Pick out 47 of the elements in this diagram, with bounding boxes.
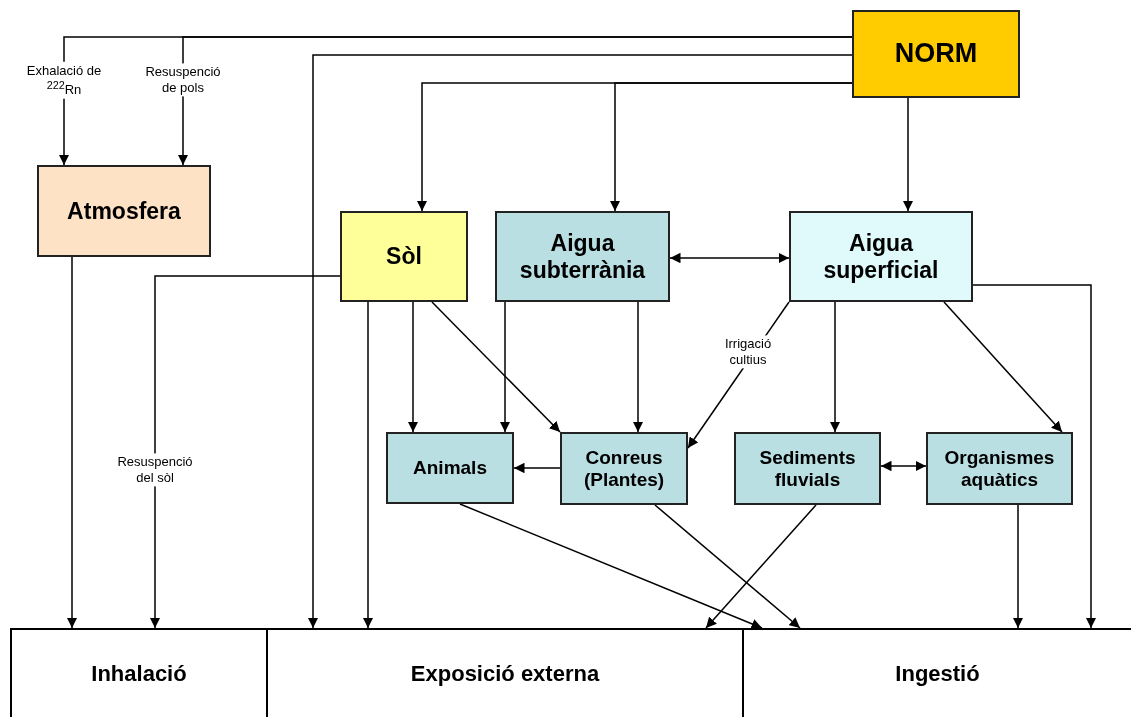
- arrow: [654, 504, 801, 629]
- arrow: [972, 284, 1097, 629]
- node-label: Ingestió: [895, 660, 980, 687]
- arrow: [499, 301, 511, 433]
- node-label: Sediments fluvials: [758, 446, 857, 491]
- node-label: NORM: [894, 38, 978, 70]
- edge-label: Resuspenció del sòl: [115, 453, 195, 487]
- process-box: [495, 211, 670, 302]
- node-label: Sòl: [386, 243, 422, 270]
- arrow: [66, 256, 78, 629]
- arrow: [513, 462, 561, 474]
- arrow: [149, 275, 341, 629]
- arrow: [880, 460, 927, 472]
- process-box: [560, 432, 688, 505]
- category-cell: [742, 628, 1131, 717]
- edge-label: Resuspenció de pols: [143, 63, 223, 97]
- arrow: [307, 54, 853, 629]
- arrow: [632, 301, 644, 433]
- source-box: [852, 10, 1020, 98]
- process-box: [734, 432, 881, 505]
- arrow: [407, 301, 419, 433]
- arrow: [362, 301, 374, 629]
- node-label: Organismes aquàtics: [943, 446, 1056, 491]
- category-cell: [10, 628, 266, 717]
- arrow: [902, 97, 914, 212]
- arrow: [669, 252, 790, 264]
- node-label: Inhalació: [91, 660, 187, 687]
- arrow: [705, 504, 817, 629]
- arrow: [943, 301, 1063, 433]
- process-box: [386, 432, 514, 504]
- process-box: [37, 165, 211, 257]
- node-label: Aigua subterrània: [518, 230, 647, 283]
- arrow: [459, 503, 763, 629]
- process-box: [340, 211, 468, 302]
- arrow: [1012, 504, 1024, 629]
- process-box: [926, 432, 1073, 505]
- edge-label: Exhalació de $^{222}$Rn: [24, 61, 104, 99]
- node-label: Aigua superficial: [822, 230, 940, 283]
- category-cell: [266, 628, 742, 717]
- node-label: Animals: [413, 457, 487, 479]
- arrow: [609, 82, 853, 212]
- node-label: Atmosfera: [67, 197, 181, 225]
- node-label: Exposició externa: [410, 660, 600, 687]
- process-box: [789, 211, 973, 302]
- arrow: [829, 301, 841, 433]
- node-label: Conreus (Plantes): [582, 446, 666, 491]
- arrow: [431, 301, 561, 433]
